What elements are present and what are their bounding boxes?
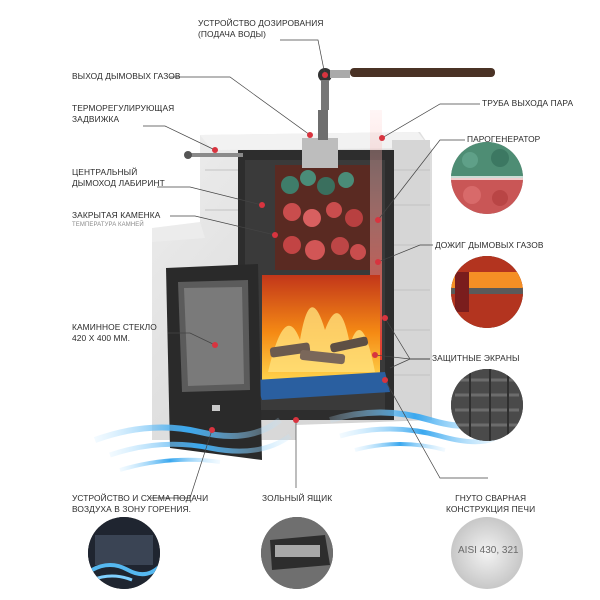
label-closed-heater-text: ЗАКРЫТАЯ КАМЕНКА <box>72 210 161 220</box>
detail-ash-box <box>261 517 333 589</box>
label-bent-line1: ГНУТО СВАРНАЯ <box>455 493 527 503</box>
label-flue-outlet: ВЫХОД ДЫМОВЫХ ГАЗОВ <box>72 71 181 82</box>
label-thermo-line1: ТЕРМОРЕГУЛИРУЮЩАЯ <box>72 103 175 113</box>
label-air-line1: УСТРОЙСТВО И СХЕМА ПОДАЧИ <box>72 493 209 503</box>
label-screens-text: ЗАЩИТНЫЕ ЭКРАНЫ <box>432 353 520 363</box>
label-steam-pipe: ТРУБА ВЫХОДА ПАРА <box>482 98 573 109</box>
label-flue-outlet-text: ВЫХОД ДЫМОВЫХ ГАЗОВ <box>72 71 181 81</box>
label-closed-heater-sub: ТЕМПЕРАТУРА КАМНЕЙ <box>72 222 144 228</box>
fire-door <box>166 264 262 460</box>
label-glass-line1: КАМИННОЕ СТЕКЛО <box>72 322 157 332</box>
label-dosing-line1: УСТРОЙСТВО ДОЗИРОВАНИЯ <box>198 18 324 28</box>
label-air-line2: ВОЗДУХА В ЗОНУ ГОРЕНИЯ. <box>72 503 192 514</box>
label-steam-gen-text: ПАРОГЕНЕРАТОР <box>467 134 541 144</box>
label-ash-box-text: ЗОЛЬНЫЙ ЯЩИК <box>262 493 333 503</box>
detail-air-supply <box>88 517 160 589</box>
detail-afterburn <box>451 256 523 328</box>
detail-screens <box>451 369 523 441</box>
flue-pipe <box>302 138 338 168</box>
label-glass: КАМИННОЕ СТЕКЛО 420 Х 400 ММ. <box>72 322 157 343</box>
label-steam-pipe-text: ТРУБА ВЫХОДА ПАРА <box>482 98 574 108</box>
label-air: УСТРОЙСТВО И СХЕМА ПОДАЧИ ВОЗДУХА В ЗОНУ… <box>72 493 208 514</box>
label-ash-box: ЗОЛЬНЫЙ ЯЩИК <box>262 493 332 504</box>
label-central-line2: ДЫМОХОД ЛАБИРИНТ <box>72 177 165 188</box>
label-glass-line2: 420 Х 400 ММ. <box>72 332 131 343</box>
thermo-valve <box>184 151 243 159</box>
label-central-line1: ЦЕНТРАЛЬНЫЙ <box>72 167 138 177</box>
label-afterburn-text: ДОЖИГ ДЫМОВЫХ ГАЗОВ <box>435 240 544 250</box>
label-closed-heater: ЗАКРЫТАЯ КАМЕНКА <box>72 210 160 221</box>
markers <box>209 72 388 433</box>
label-thermo-line2: ЗАДВИЖКА <box>72 113 120 124</box>
label-central: ЦЕНТРАЛЬНЫЙ ДЫМОХОД ЛАБИРИНТ <box>72 167 165 188</box>
label-thermo: ТЕРМОРЕГУЛИРУЮЩАЯ ЗАДВИЖКА <box>72 103 174 124</box>
stove-body <box>238 110 394 420</box>
label-steam-gen: ПАРОГЕНЕРАТОР <box>467 134 540 145</box>
ash-box <box>255 372 390 400</box>
label-dosing: УСТРОЙСТВО ДОЗИРОВАНИЯ (ПОДАЧА ВОДЫ) <box>198 18 324 39</box>
stones <box>281 170 366 260</box>
label-bent: ГНУТО СВАРНАЯ КОНСТРУКЦИЯ ПЕЧИ <box>446 493 535 514</box>
leader-lines <box>143 39 488 499</box>
label-afterburn: ДОЖИГ ДЫМОВЫХ ГАЗОВ <box>435 240 544 251</box>
firewood <box>269 336 369 365</box>
label-dosing-line2: (ПОДАЧА ВОДЫ) <box>198 28 267 39</box>
detail-steam-generator <box>451 142 523 214</box>
steel-grade-text: AISI 430, 321 <box>458 545 519 556</box>
label-bent-line2: КОНСТРУКЦИЯ ПЕЧИ <box>446 503 536 514</box>
detail-steel-grade <box>451 517 523 589</box>
label-screens: ЗАЩИТНЫЕ ЭКРАНЫ <box>432 353 519 364</box>
